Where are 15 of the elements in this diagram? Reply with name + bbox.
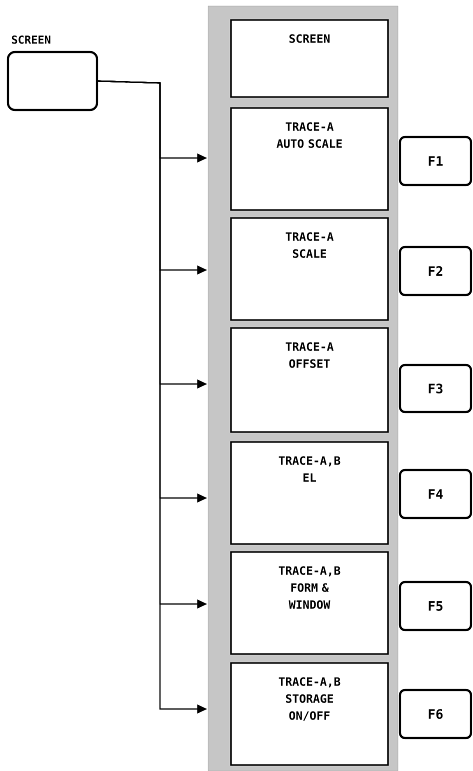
menu-box: TRACE-A,B STORAGE ON/OFF	[230, 662, 389, 766]
function-key: F3	[398, 364, 472, 414]
function-key: F6	[398, 688, 472, 740]
screen-key: SCREEN	[6, 36, 98, 112]
menu-box: TRACE-A SCALE	[230, 217, 389, 321]
menu-box: TRACE-A,B FORM & WINDOW	[230, 551, 389, 655]
node-label: SCREEN	[12, 36, 50, 44]
function-key: F4	[398, 468, 472, 520]
menu-box: TRACE-A AUTO SCALE	[230, 107, 389, 211]
function-key: F5	[398, 580, 472, 632]
function-key: F2	[398, 246, 472, 296]
menu-box: TRACE-A OFFSET	[230, 327, 389, 433]
menu-box: SCREEN	[230, 19, 389, 98]
function-key: F1	[398, 136, 472, 186]
menu-box: TRACE-A,B EL	[230, 441, 389, 545]
